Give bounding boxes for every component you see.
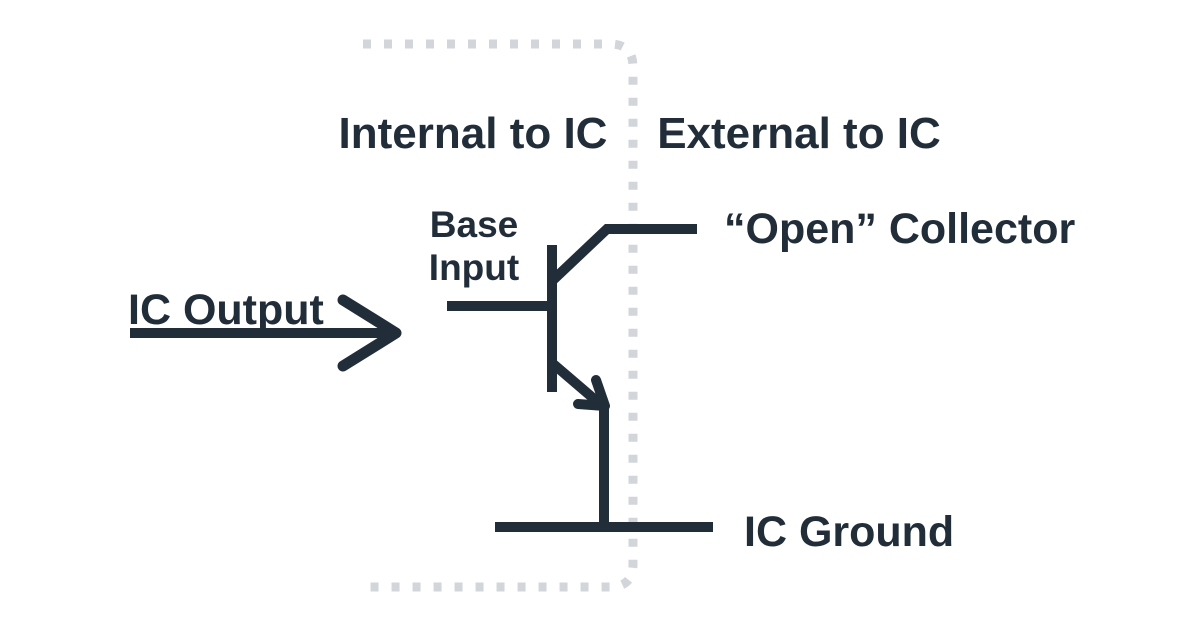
internal-to-ic-heading: Internal to IC (338, 109, 608, 158)
ic-output-arrow-head-icon (337, 294, 402, 372)
ic-output-label: IC Output (128, 286, 324, 334)
ic-boundary-dashed-border (363, 39, 638, 592)
transistor-emitter-lead (547, 358, 604, 408)
ic-ground-label: IC Ground (744, 508, 955, 556)
base-input-label: Base Input (429, 203, 519, 289)
base-input-label-line2: Input (428, 247, 520, 288)
open-collector-label: “Open” Collector (724, 205, 1076, 253)
base-input-label-line1: Base (429, 204, 519, 245)
external-to-ic-heading: External to IC (657, 109, 941, 158)
transistor-collector-lead (547, 224, 697, 286)
